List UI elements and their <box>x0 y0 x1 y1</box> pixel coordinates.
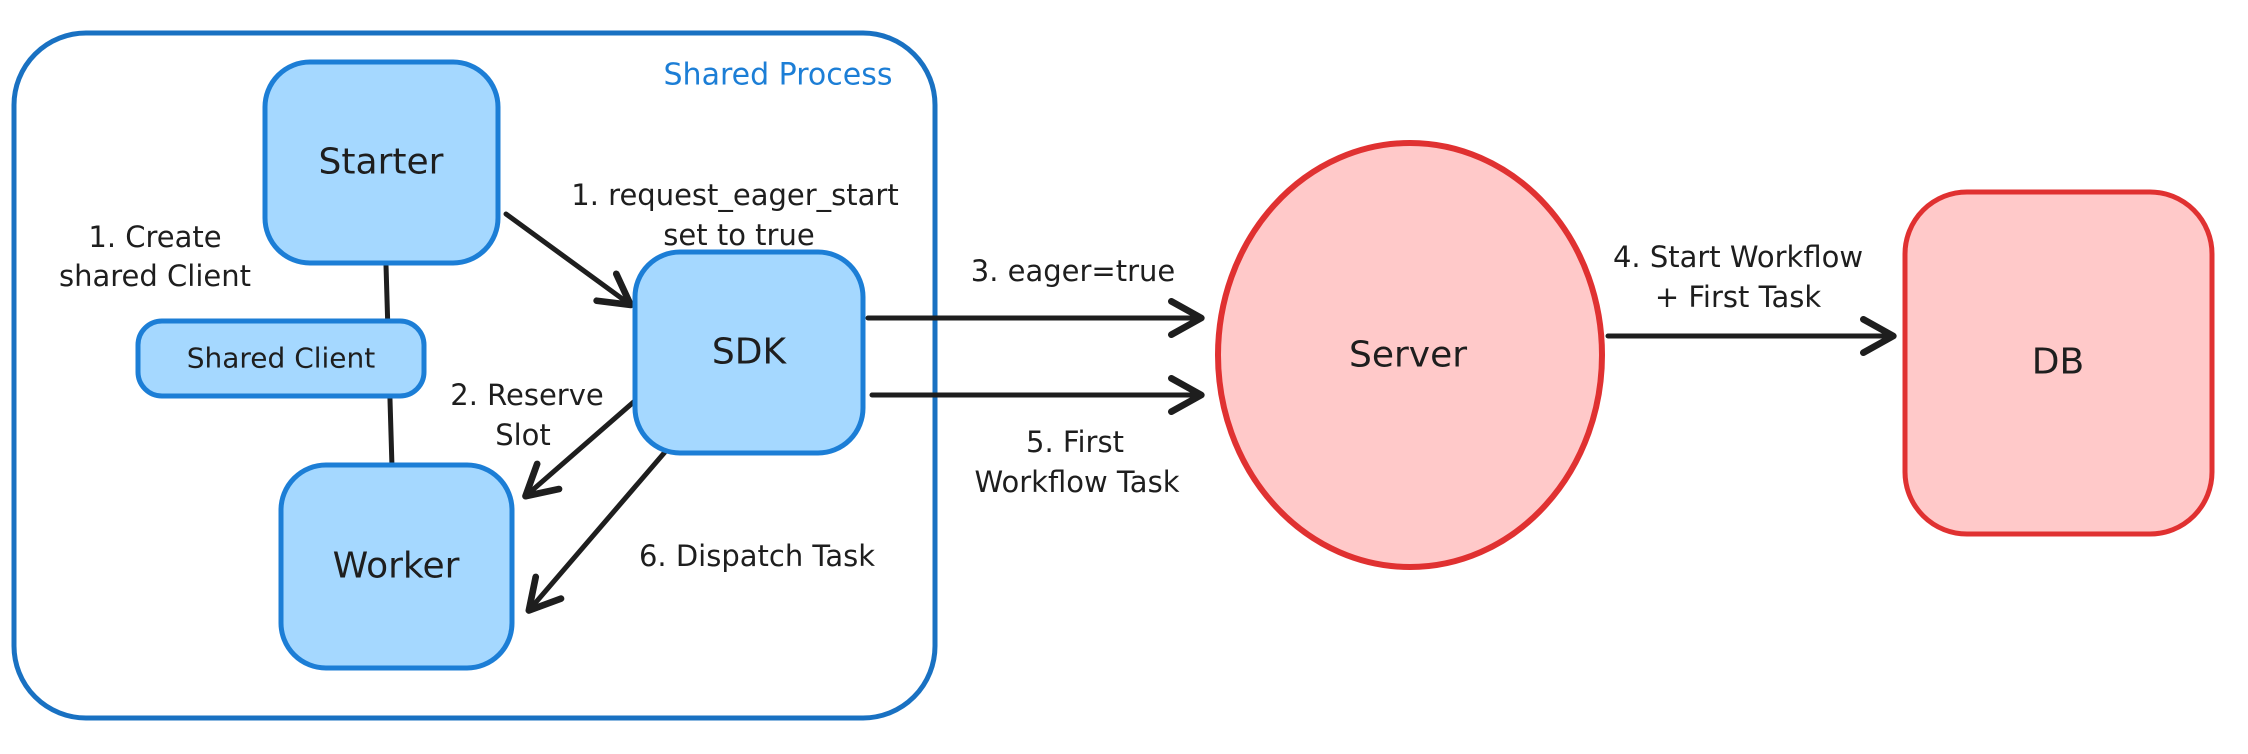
sdk-label: SDK <box>712 332 788 373</box>
worker-box <box>278 462 515 671</box>
arrow-reserve-slot <box>522 396 640 500</box>
annotation-create-shared-client-line2: shared Client <box>59 259 251 293</box>
annotation-start-workflow-line2: + First Task <box>1655 280 1822 314</box>
db-node: DB <box>1902 189 2215 537</box>
annotation-request-eager-start-line2: set to true <box>663 218 814 252</box>
shared-process-container <box>11 30 938 721</box>
server-label: Server <box>1349 335 1467 376</box>
db-label: DB <box>2032 342 2084 383</box>
annotation-create-shared-client-line1: 1. Create <box>88 220 221 254</box>
annotation-request-eager-start-line1: 1. request_eager_start <box>571 178 898 212</box>
worker-label: Worker <box>333 546 460 587</box>
db-box <box>1902 189 2215 537</box>
arrow-request-eager-start <box>503 211 635 309</box>
shared-process-label: Shared Process <box>664 58 893 93</box>
worker-node: Worker <box>278 462 515 671</box>
starter-box <box>262 59 501 266</box>
shared-client-label: Shared Client <box>187 342 376 375</box>
server-circle <box>1215 140 1605 570</box>
annotation-eager-true: 3. eager=true <box>971 254 1176 288</box>
arrow-dispatch-task <box>525 449 668 614</box>
annotation-first-workflow-task-line1: 5. First <box>1026 425 1124 459</box>
shared-client-node: Shared Client <box>135 318 427 399</box>
annotation-start-workflow-line1: 4. Start Workflow <box>1613 240 1863 274</box>
annotation-reserve-slot-line1: 2. Reserve <box>450 378 603 412</box>
annotation-first-workflow-task-line2: Workflow Task <box>975 465 1180 499</box>
annotation-dispatch-task: 6. Dispatch Task <box>639 539 875 573</box>
sdk-box <box>632 249 866 456</box>
shared-client-box <box>135 318 427 399</box>
annotation-reserve-slot-line2: Slot <box>495 418 551 452</box>
server-node: Server <box>1215 140 1605 570</box>
starter-label: Starter <box>319 142 444 183</box>
sdk-node: SDK <box>632 249 866 456</box>
starter-node: Starter <box>262 59 501 266</box>
